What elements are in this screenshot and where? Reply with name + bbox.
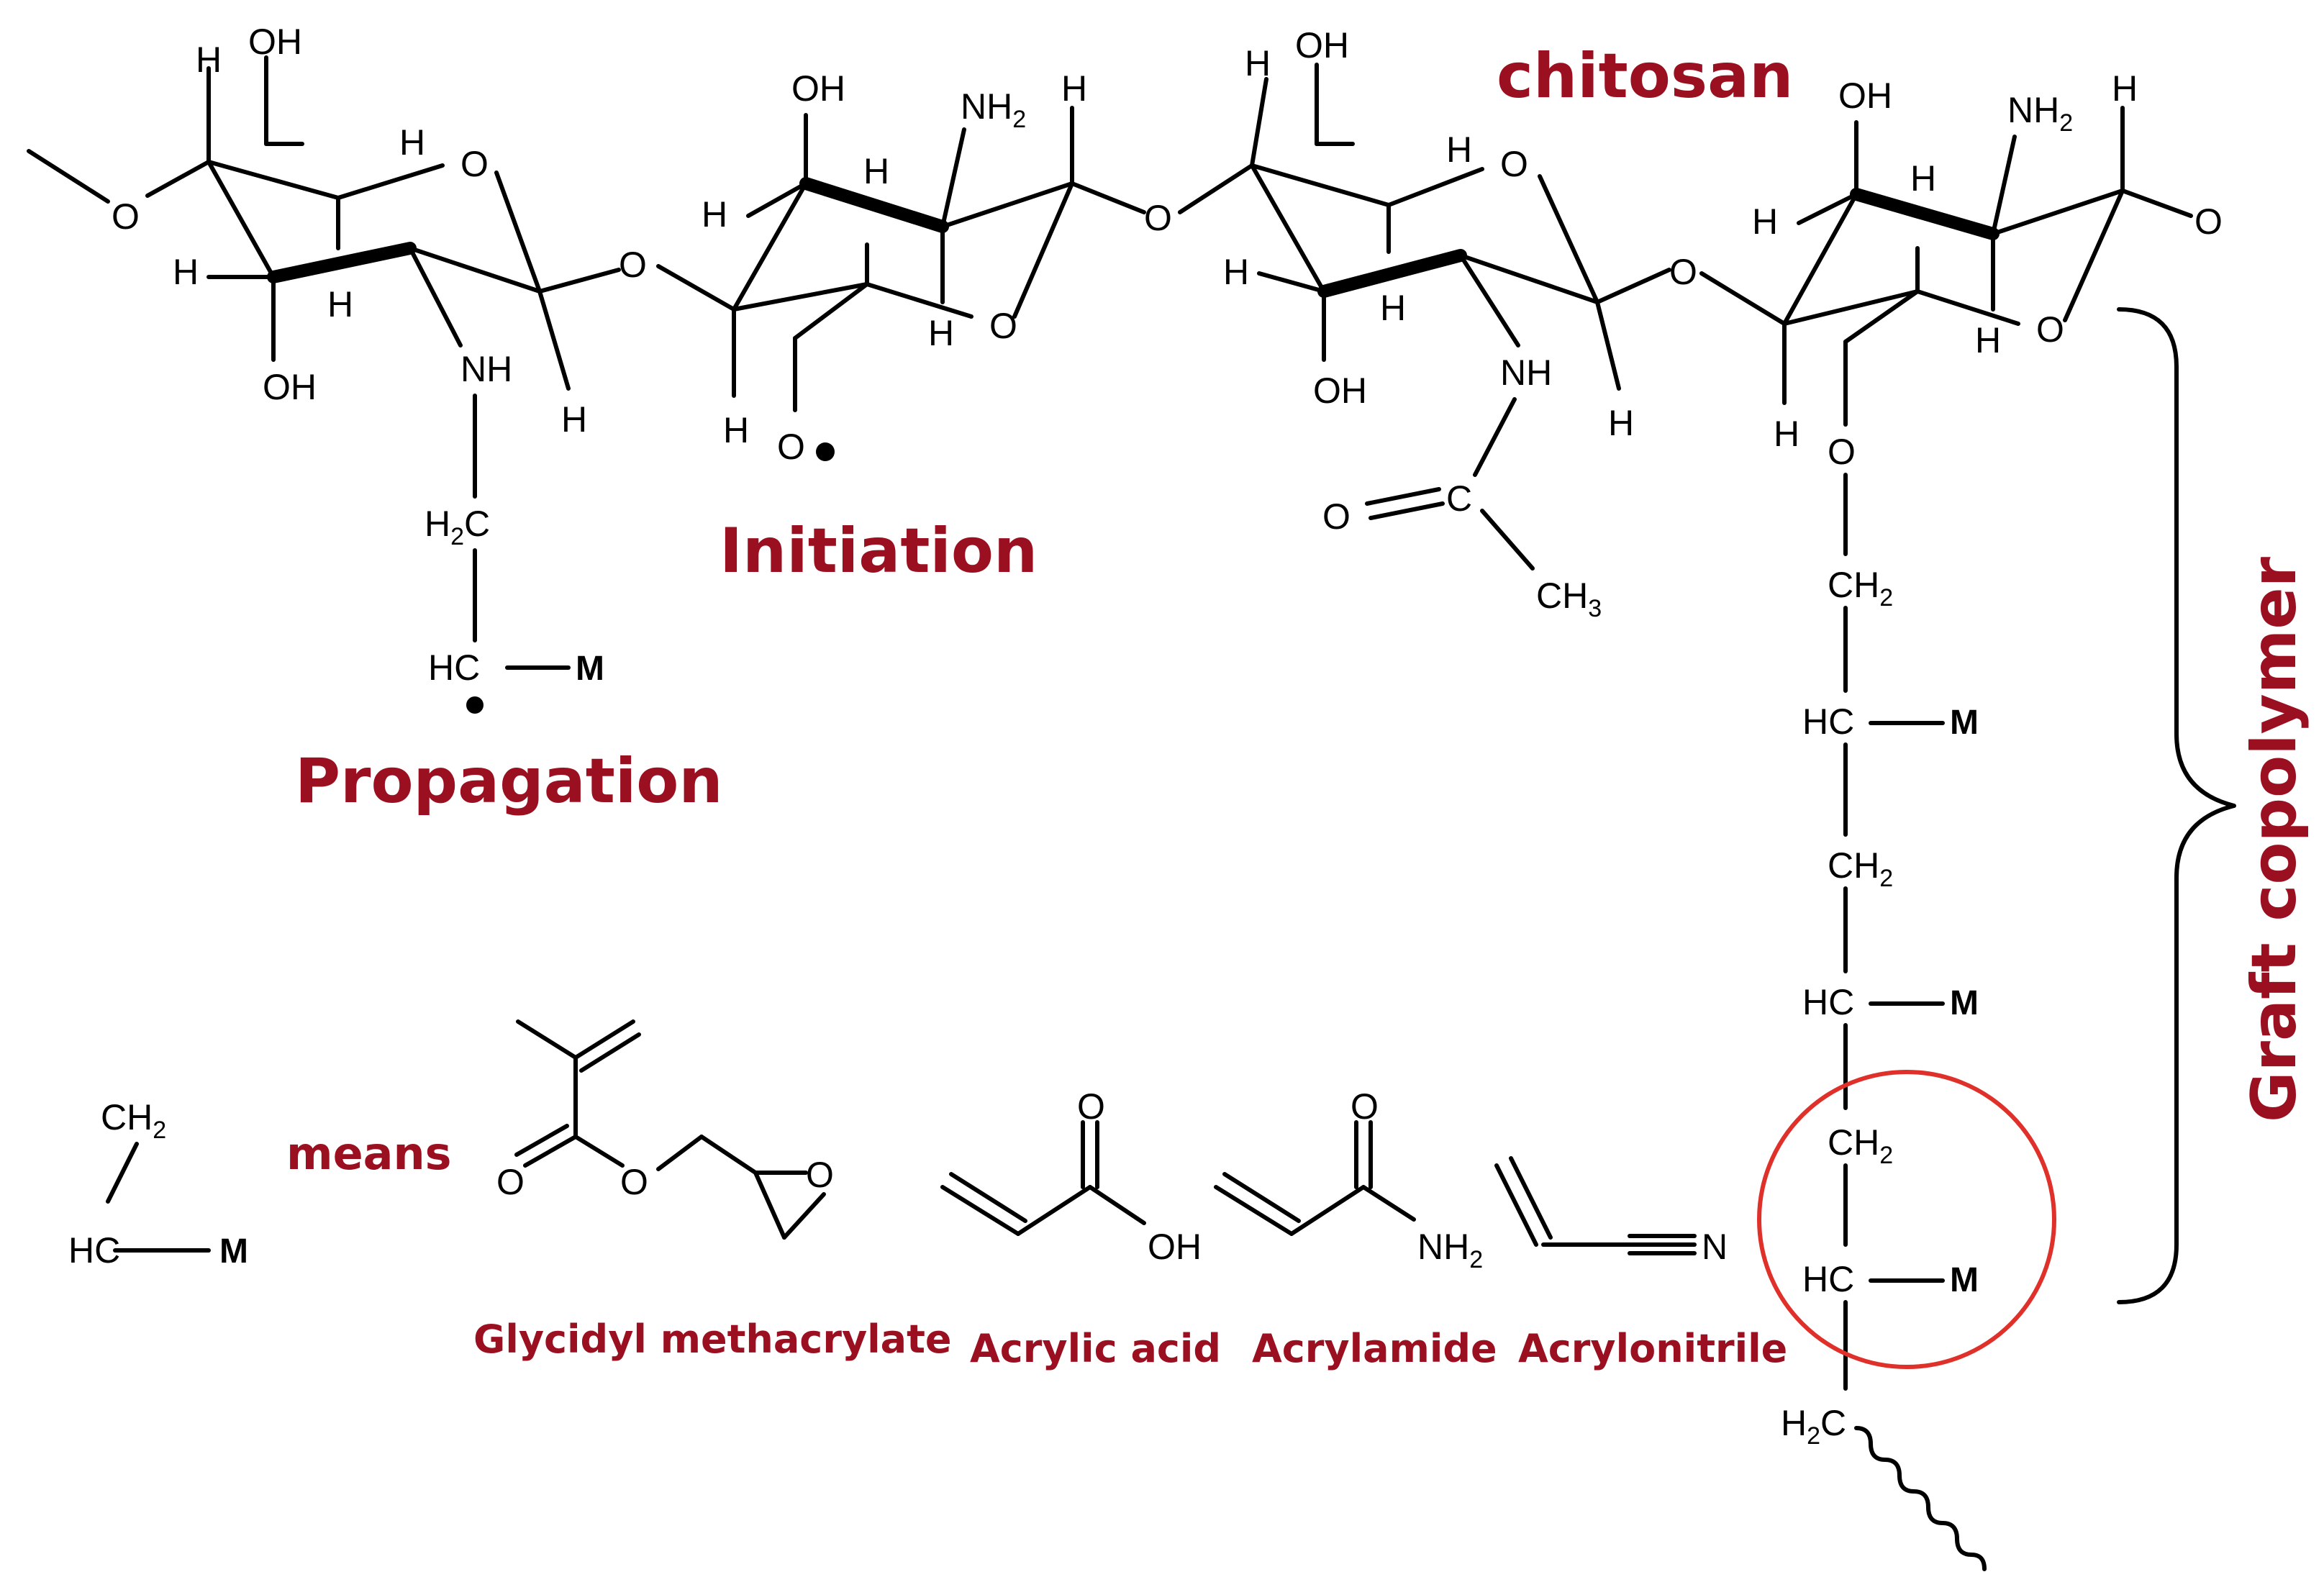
acrylonitrile-structure: N <box>1494 1156 1728 1267</box>
atom-o: O <box>496 1162 525 1202</box>
atom-o: O <box>1351 1086 1379 1127</box>
atom-o: O <box>989 306 1017 346</box>
atom-ch2: CH2 <box>101 1097 166 1144</box>
radical-dot <box>466 696 484 714</box>
atom-h: H <box>928 313 954 353</box>
atom-h2c: H2C <box>425 504 490 550</box>
atom-hc: HC <box>1802 701 1854 742</box>
atom-h: H <box>702 194 727 235</box>
atom-o: O <box>1077 1086 1105 1127</box>
atom-o: O <box>2036 309 2064 350</box>
gma-structure: O O O <box>496 1019 834 1240</box>
atom-ch2: CH2 <box>1828 1122 1893 1169</box>
atom-o: O <box>2194 201 2223 242</box>
atom-ch3: CH3 <box>1536 576 1602 622</box>
graft-copolymer-label: Graft copolymer <box>2238 556 2310 1122</box>
atom-oh: OH <box>791 68 845 109</box>
atom-o: O <box>1500 144 1528 184</box>
wavy-bond <box>1854 1426 1987 1571</box>
ring-1: O O H OH H H OH H NH H O H2C HC M <box>27 22 647 714</box>
atom-o: O <box>620 1162 648 1202</box>
atom-h: H <box>327 284 353 324</box>
ring-3: O H OH H H OH H NH H O C O CH3 <box>1178 25 1697 622</box>
atom-o: O <box>1828 432 1856 472</box>
atom-ch2: CH2 <box>1828 565 1893 612</box>
atom-oh: OH <box>1148 1227 1202 1267</box>
acrylamide-structure: O NH2 <box>1214 1086 1483 1273</box>
gma-label: Glycidyl methacrylate <box>473 1317 952 1362</box>
atom-hc: HC <box>1802 1259 1854 1299</box>
atom-oh: OH <box>1838 76 1892 116</box>
atom-o: O <box>1322 496 1351 537</box>
chitosan-label: chitosan <box>1497 40 1793 112</box>
atom-o: O <box>1669 252 1697 292</box>
acrylic-acid-label: Acrylic acid <box>970 1326 1221 1371</box>
means-label: means <box>286 1127 452 1180</box>
atom-hc: HC <box>1802 982 1854 1022</box>
atom-ch2: CH2 <box>1828 845 1893 892</box>
atom-o-radical: O <box>777 427 805 467</box>
atom-h: H <box>863 151 889 191</box>
acrylic-acid-structure: O OH <box>940 1086 1202 1267</box>
atom-o: O <box>1144 198 1172 238</box>
atom-h: H <box>561 399 587 440</box>
atom-nh2: NH2 <box>1417 1227 1483 1273</box>
atom-h: H <box>723 410 749 450</box>
repeat-unit-legend: CH2 HC M <box>68 1097 248 1271</box>
initiation-label: Initiation <box>720 515 1038 587</box>
atom-h: H <box>1380 288 1406 328</box>
atom-o: O <box>806 1155 834 1195</box>
acrylamide-label: Acrylamide <box>1252 1326 1497 1371</box>
atom-m: M <box>1950 704 1979 742</box>
atom-h: H <box>1223 252 1249 292</box>
atom-hc: HC <box>68 1230 120 1271</box>
atom-oh: OH <box>263 367 317 407</box>
atom-nh2: NH2 <box>2007 90 2073 137</box>
atom-nh: NH <box>460 349 512 389</box>
atom-h: H <box>1752 201 1778 242</box>
atom-h: H <box>2112 68 2138 109</box>
atom-m: M <box>1950 1261 1979 1299</box>
atom-h: H <box>1446 129 1472 170</box>
atom-h: H <box>1061 68 1087 109</box>
repeat-unit-highlight <box>1757 1070 2056 1369</box>
propagation-label: Propagation <box>295 745 723 817</box>
atom-c: C <box>1446 478 1472 519</box>
atom-nh2: NH2 <box>961 86 1026 133</box>
graft-brace <box>2117 307 2236 1304</box>
atom-h: H <box>173 252 199 292</box>
atom-nh: NH <box>1500 353 1552 393</box>
radical-dot <box>816 442 835 461</box>
atom-m: M <box>1950 984 1979 1022</box>
atom-hc: HC <box>428 647 480 688</box>
atom-m: M <box>219 1232 248 1271</box>
atom-h: H <box>1774 414 1799 454</box>
atom-h2c: H2C <box>1781 1403 1846 1450</box>
atom-o: O <box>460 144 489 184</box>
atom-h: H <box>196 40 222 80</box>
atom-n: N <box>1702 1227 1728 1267</box>
atom-m: M <box>576 650 604 688</box>
ring-2: O OH H H NH2 H H O H O <box>656 68 1172 467</box>
atom-h: H <box>1608 403 1634 443</box>
atom-o: O <box>112 196 140 237</box>
atom-oh: OH <box>1313 371 1367 411</box>
atom-h: H <box>1975 320 2001 360</box>
atom-h: H <box>1245 43 1271 83</box>
atom-o: O <box>619 245 647 285</box>
acrylonitrile-label: Acrylonitrile <box>1518 1326 1787 1371</box>
atom-oh: OH <box>1295 25 1349 65</box>
atom-h: H <box>399 122 425 163</box>
atom-oh: OH <box>248 22 302 62</box>
ring-4: O OH H H NH2 H H O H O CH2 HC M CH2 HC M <box>1699 68 2223 1571</box>
atom-h: H <box>1910 158 1936 199</box>
